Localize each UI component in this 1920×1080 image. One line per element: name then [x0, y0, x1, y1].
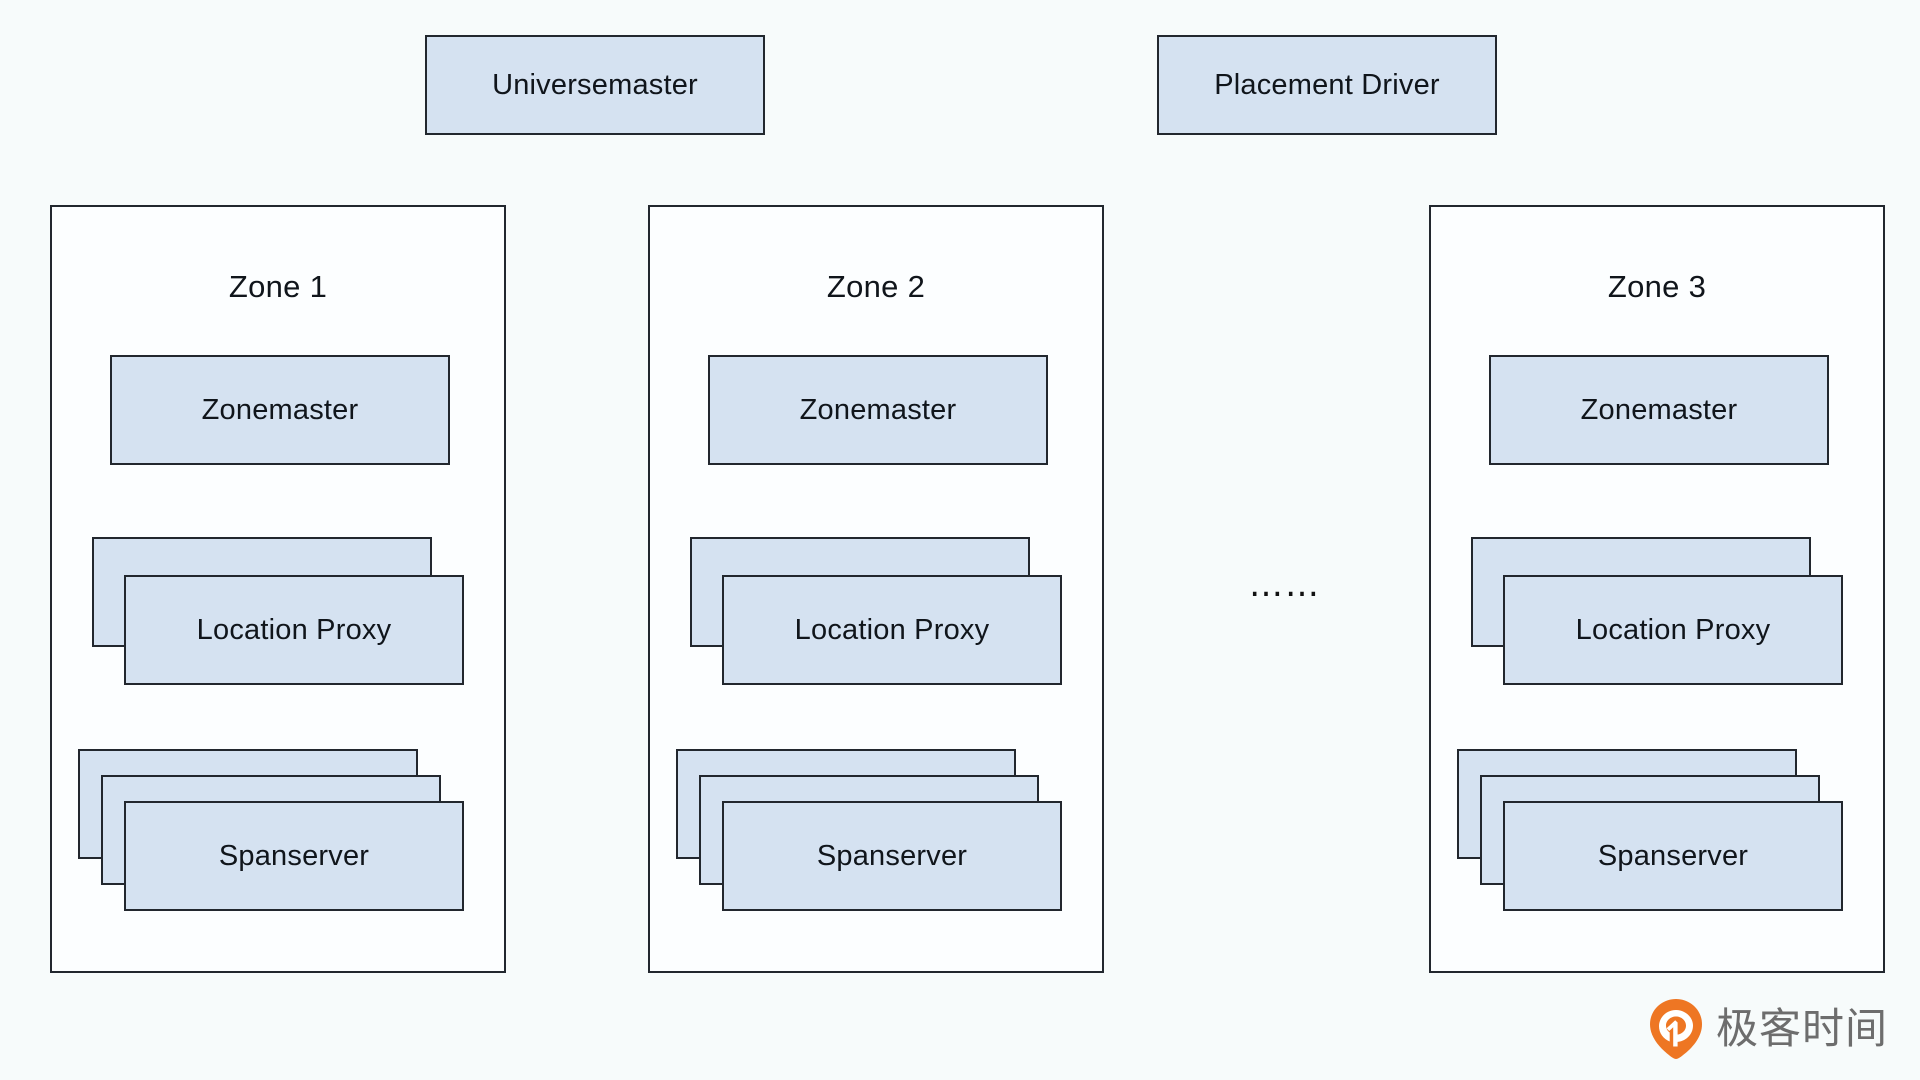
location-proxy-label-2: Location Proxy — [794, 613, 990, 646]
spanserver-stack-3[interactable]: Spanserver — [1457, 749, 1843, 911]
zone-title-2: Zone 2 — [826, 269, 926, 304]
spanserver-node-2[interactable]: Spanserver — [722, 801, 1062, 911]
zone-title-3: Zone 3 — [1607, 269, 1707, 304]
zonemaster-label-1: Zonemaster — [201, 393, 359, 426]
location-proxy-node-3[interactable]: Location Proxy — [1503, 575, 1843, 685]
zone-container-2[interactable]: Zone 2 Zonemaster Location Proxy Spanser… — [648, 205, 1104, 973]
spanserver-label-3: Spanserver — [1597, 839, 1749, 872]
location-proxy-node-2[interactable]: Location Proxy — [722, 575, 1062, 685]
spanserver-node-1[interactable]: Spanserver — [124, 801, 464, 911]
location-proxy-stack-3[interactable]: Location Proxy — [1471, 537, 1843, 685]
geektime-logo-icon — [1650, 999, 1702, 1059]
universemaster-node[interactable]: Universemaster — [425, 35, 765, 135]
spanserver-label-1: Spanserver — [218, 839, 370, 872]
spanserver-stack-2[interactable]: Spanserver — [676, 749, 1062, 911]
placement-driver-label: Placement Driver — [1214, 68, 1440, 101]
universemaster-label: Universemaster — [492, 68, 698, 101]
zonemaster-label-2: Zonemaster — [799, 393, 957, 426]
zonemaster-node-1[interactable]: Zonemaster — [110, 355, 450, 465]
location-proxy-stack-1[interactable]: Location Proxy — [92, 537, 464, 685]
zonemaster-label-3: Zonemaster — [1580, 393, 1738, 426]
zone-title-1: Zone 1 — [228, 269, 328, 304]
zonemaster-node-2[interactable]: Zonemaster — [708, 355, 1048, 465]
watermark: 极客时间 — [1648, 998, 1888, 1060]
zone-container-1[interactable]: Zone 1 Zonemaster Location Proxy Spanser… — [50, 205, 506, 973]
location-proxy-stack-2[interactable]: Location Proxy — [690, 537, 1062, 685]
location-proxy-label-3: Location Proxy — [1575, 613, 1771, 646]
zones-ellipsis: …… — [1249, 565, 1321, 605]
placement-driver-node[interactable]: Placement Driver — [1157, 35, 1497, 135]
zone-container-3[interactable]: Zone 3 Zonemaster Location Proxy Spanser… — [1429, 205, 1885, 973]
location-proxy-node-1[interactable]: Location Proxy — [124, 575, 464, 685]
spanserver-stack-1[interactable]: Spanserver — [78, 749, 464, 911]
location-proxy-label-1: Location Proxy — [196, 613, 392, 646]
spanserver-node-3[interactable]: Spanserver — [1503, 801, 1843, 911]
zonemaster-node-3[interactable]: Zonemaster — [1489, 355, 1829, 465]
watermark-text: 极客时间 — [1716, 1004, 1889, 1053]
spanserver-label-2: Spanserver — [816, 839, 968, 872]
